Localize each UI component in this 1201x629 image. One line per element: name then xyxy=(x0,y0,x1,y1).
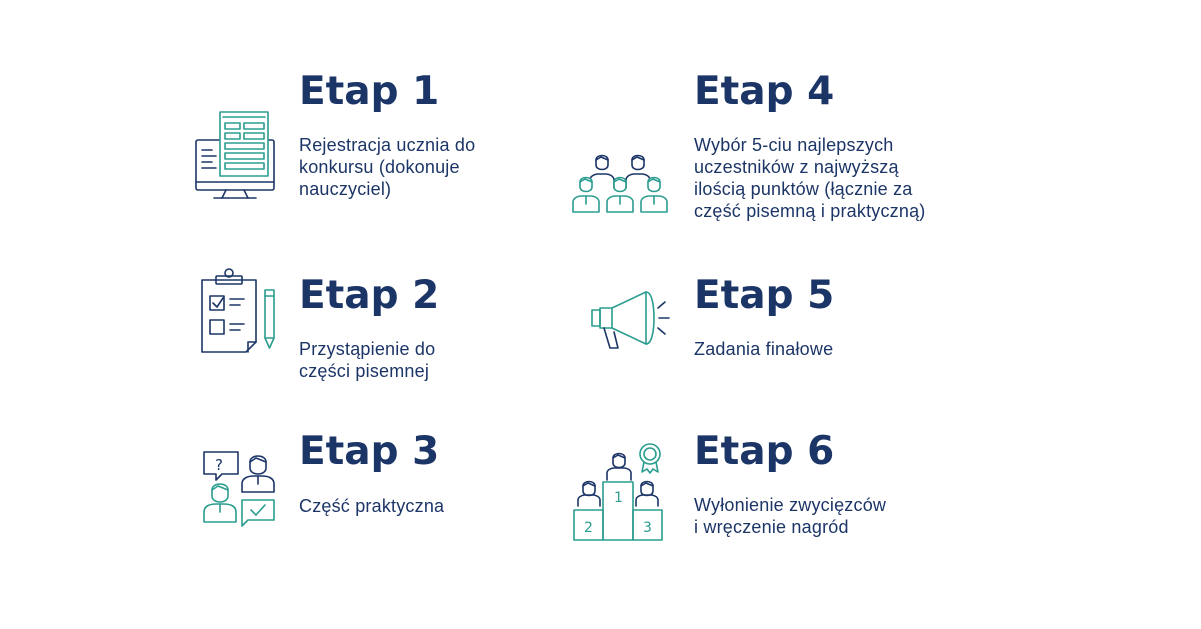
step-1-title: Etap 1 xyxy=(299,69,440,114)
megaphone-icon xyxy=(591,291,670,349)
computer-form-icon xyxy=(195,111,275,199)
step-2-line-2: części pisemnej xyxy=(299,361,430,381)
place-3-label: 3 xyxy=(643,520,652,536)
step-1-description: Rejestracja ucznia do konkursu (dokonuje… xyxy=(299,134,475,200)
step-3-description: Część praktyczna xyxy=(299,495,444,517)
step-2-line-1: Przystąpienie do xyxy=(299,339,436,359)
step-4-title: Etap 4 xyxy=(694,69,835,114)
step-4-line-4: część pisemną i praktyczną) xyxy=(694,201,926,221)
step-5-title: Etap 5 xyxy=(694,273,835,318)
step-4-line-1: Wybór 5-ciu najlepszych xyxy=(694,135,894,155)
step-6-title: Etap 6 xyxy=(694,429,835,474)
place-2-label: 2 xyxy=(584,520,593,536)
conversation-icon: ? xyxy=(203,451,275,527)
question-mark: ? xyxy=(215,456,223,474)
place-1-label: 1 xyxy=(614,490,623,506)
step-1-line-2: konkursu (dokonuje xyxy=(299,157,460,177)
group-people-icon xyxy=(572,154,668,213)
step-5-line-1: Zadania finałowe xyxy=(694,339,834,359)
step-3-title: Etap 3 xyxy=(299,429,440,474)
step-4-line-3: ilością punktów (łącznie za xyxy=(694,179,913,199)
step-6-line-1: Wyłonienie zwycięzców xyxy=(694,495,887,515)
podium-icon: 1 2 3 xyxy=(573,443,663,541)
step-4-line-2: uczestników z najwyższą xyxy=(694,157,899,177)
step-4-description: Wybór 5-ciu najlepszych uczestników z na… xyxy=(694,134,925,222)
step-5-description: Zadania finałowe xyxy=(694,338,833,360)
clipboard-checklist-icon xyxy=(201,268,275,353)
step-1-line-1: Rejestracja ucznia do xyxy=(299,135,476,155)
step-2-description: Przystąpienie do części pisemnej xyxy=(299,338,435,382)
step-1-line-3: nauczyciel) xyxy=(299,179,392,199)
step-6-description: Wyłonienie zwycięzców i wręczenie nagród xyxy=(694,494,886,538)
step-6-line-2: i wręczenie nagród xyxy=(694,517,849,537)
step-3-line-1: Część praktyczna xyxy=(299,496,445,516)
step-2-title: Etap 2 xyxy=(299,273,440,318)
